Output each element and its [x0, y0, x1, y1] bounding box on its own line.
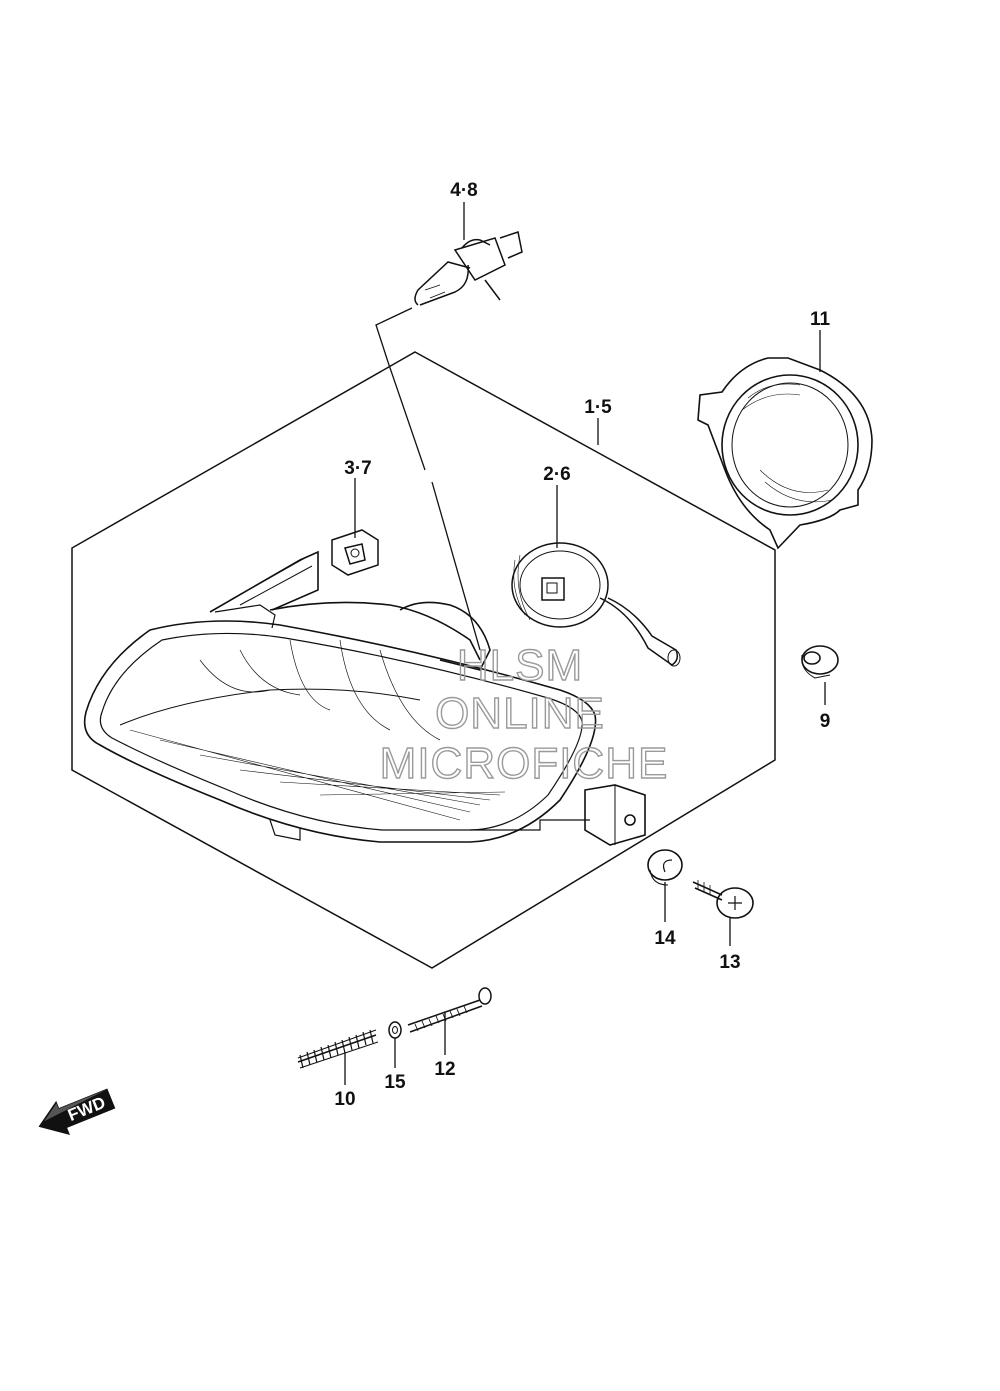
washer[interactable] — [388, 1021, 402, 1039]
clip-nut[interactable] — [331, 529, 379, 576]
bulb[interactable] — [414, 231, 523, 306]
assembly-outline — [71, 351, 776, 969]
screw[interactable] — [692, 880, 754, 919]
callout-3-7: 3·7 — [344, 458, 371, 479]
grommet[interactable] — [801, 645, 839, 679]
watermark-line-2: ONLINE — [435, 689, 605, 738]
washer-cap[interactable] — [647, 849, 683, 886]
leader-lines — [344, 202, 826, 1085]
watermark-line-1: HLSM — [457, 641, 583, 690]
callout-13: 13 — [719, 952, 740, 973]
callout-12: 12 — [434, 1059, 455, 1080]
callout-2-6: 2·6 — [543, 464, 570, 485]
callout-14: 14 — [654, 928, 676, 949]
callout-9: 9 — [820, 711, 831, 732]
adjusting-screw[interactable] — [407, 987, 492, 1033]
fwd-label: FWD — [65, 1093, 108, 1125]
headlight-cover[interactable] — [697, 357, 873, 550]
watermark: HLSM ONLINE MICROFICHE — [379, 640, 669, 788]
callout-11: 11 — [810, 309, 831, 330]
callout-4-8: 4·8 — [450, 180, 477, 201]
callout-15: 15 — [384, 1072, 406, 1093]
callouts: 4·8 11 1·5 3·7 2·6 9 14 13 12 10 15 — [334, 180, 830, 1110]
fwd-arrow-icon: FWD — [38, 1088, 116, 1136]
callout-1-5: 1·5 — [584, 397, 612, 418]
bulb-socket[interactable] — [511, 542, 681, 667]
headlight-housing[interactable] — [83, 550, 646, 846]
spring[interactable] — [297, 1029, 379, 1069]
watermark-line-3: MICROFICHE — [380, 739, 669, 788]
callout-10: 10 — [334, 1089, 355, 1110]
